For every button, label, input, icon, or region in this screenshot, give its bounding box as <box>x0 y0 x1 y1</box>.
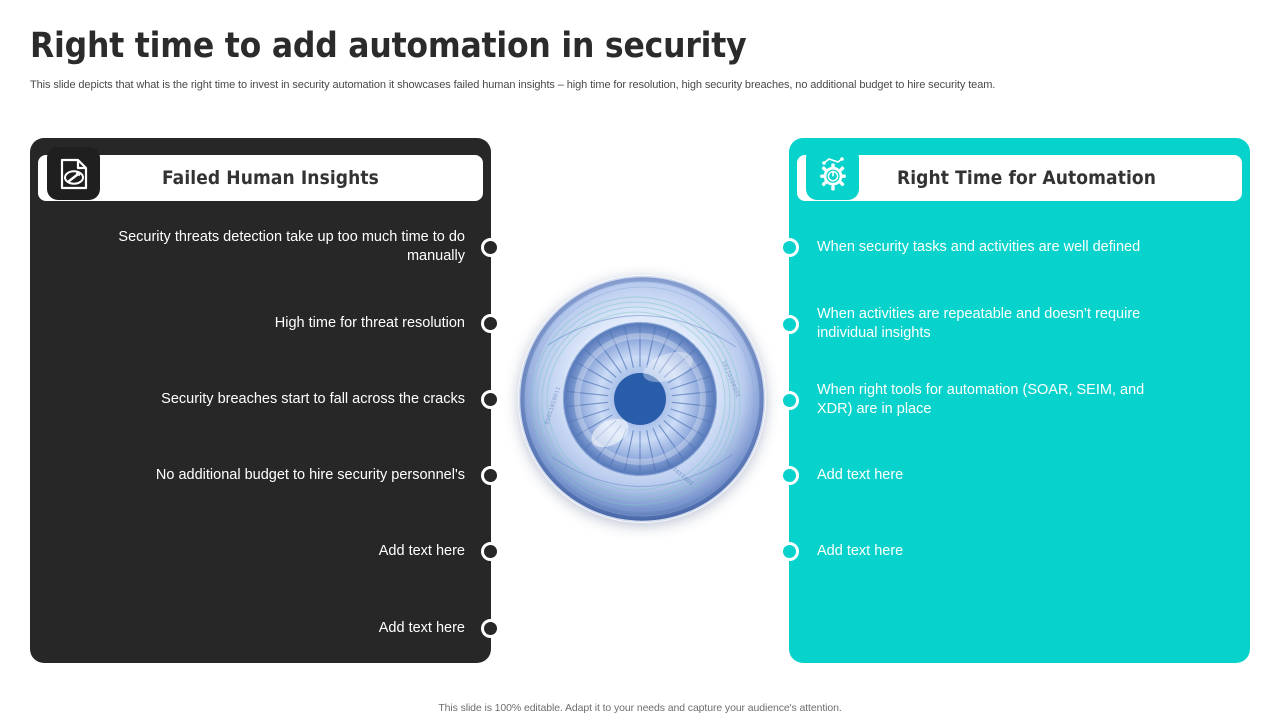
bullet-marker-icon <box>780 314 799 334</box>
bullet-marker-icon <box>780 466 799 485</box>
bullet-marker-icon <box>780 542 799 561</box>
list-item-label: Security breaches start to fall across t… <box>161 391 465 407</box>
list-item-label: High time for threat resolution <box>274 315 465 331</box>
bullet-marker-icon <box>481 390 500 409</box>
list-item-label: Add text here <box>817 543 904 559</box>
digital-biometric-eye-image: 10110100101 01011010011 1001101001 <box>518 275 766 523</box>
right-time-for-automation-panel <box>789 138 1250 663</box>
bullet-marker-icon <box>481 619 500 638</box>
list-item[interactable]: Add text here <box>30 542 500 561</box>
list-item[interactable]: When security tasks and activities are w… <box>780 238 1250 257</box>
list-item[interactable]: Security threats detection take up too m… <box>30 228 500 266</box>
gear-timer-icon <box>806 147 859 200</box>
list-item-label: Add text here <box>817 467 904 483</box>
list-item-label: Add text here <box>378 620 465 636</box>
list-item[interactable]: Add text here <box>30 619 500 638</box>
left-panel-header: Failed Human Insights <box>38 155 483 201</box>
list-item[interactable]: When right tools for automation (SOAR, S… <box>780 381 1250 419</box>
bullet-marker-icon <box>780 390 799 410</box>
left-panel-header-label: Failed Human Insights <box>162 167 379 189</box>
list-item-label: No additional budget to hire security pe… <box>155 467 465 483</box>
list-item[interactable]: Add text here <box>780 542 1250 561</box>
bullet-marker-icon <box>780 238 799 257</box>
footer-note: This slide is 100% editable. Adapt it to… <box>438 702 842 714</box>
list-item-label: Security threats detection take up too m… <box>118 229 465 264</box>
list-item[interactable]: High time for threat resolution <box>30 314 500 333</box>
list-item[interactable]: No additional budget to hire security pe… <box>30 466 500 485</box>
right-panel-header: Right Time for Automation <box>797 155 1242 201</box>
document-signature-icon <box>47 147 100 200</box>
list-item-label: When activities are repeatable and doesn… <box>817 306 1141 341</box>
bullet-marker-icon <box>481 466 500 485</box>
bullet-marker-icon <box>481 237 500 257</box>
list-item[interactable]: Security breaches start to fall across t… <box>30 390 500 409</box>
page-title: Right time to add automation in security <box>30 26 747 66</box>
failed-human-insights-panel <box>30 138 491 663</box>
right-panel-header-label: Right Time for Automation <box>896 167 1157 189</box>
list-item[interactable]: Add text here <box>780 466 1250 485</box>
bullet-marker-icon <box>481 542 500 561</box>
list-item-label: Add text here <box>378 543 465 559</box>
list-item-label: When right tools for automation (SOAR, S… <box>817 382 1145 417</box>
list-item-label: When security tasks and activities are w… <box>817 239 1141 255</box>
page-subtitle: This slide depicts that what is the righ… <box>30 79 996 91</box>
list-item[interactable]: When activities are repeatable and doesn… <box>780 305 1250 343</box>
bullet-marker-icon <box>481 314 500 333</box>
